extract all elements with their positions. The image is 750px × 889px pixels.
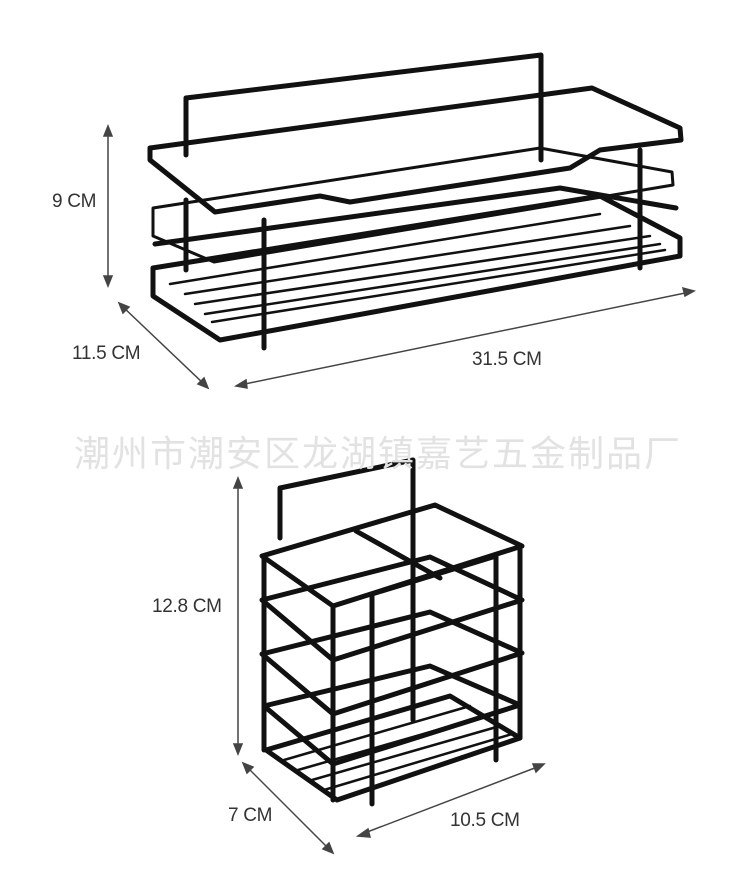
large-rack-width-label: 31.5 CM [472, 349, 542, 370]
small-rack-width-label: 10.5 CM [450, 810, 520, 831]
small-rack-height-label: 12.8 CM [152, 596, 222, 617]
large-rack-height-label: 9 CM [52, 191, 97, 212]
small-rack-depth-label: 7 CM [228, 805, 273, 826]
large-rack-depth-label: 11.5 CM [72, 343, 141, 364]
manufacturer-watermark: 潮州市潮安区龙湖镇嘉艺五金制品厂 [73, 434, 682, 475]
